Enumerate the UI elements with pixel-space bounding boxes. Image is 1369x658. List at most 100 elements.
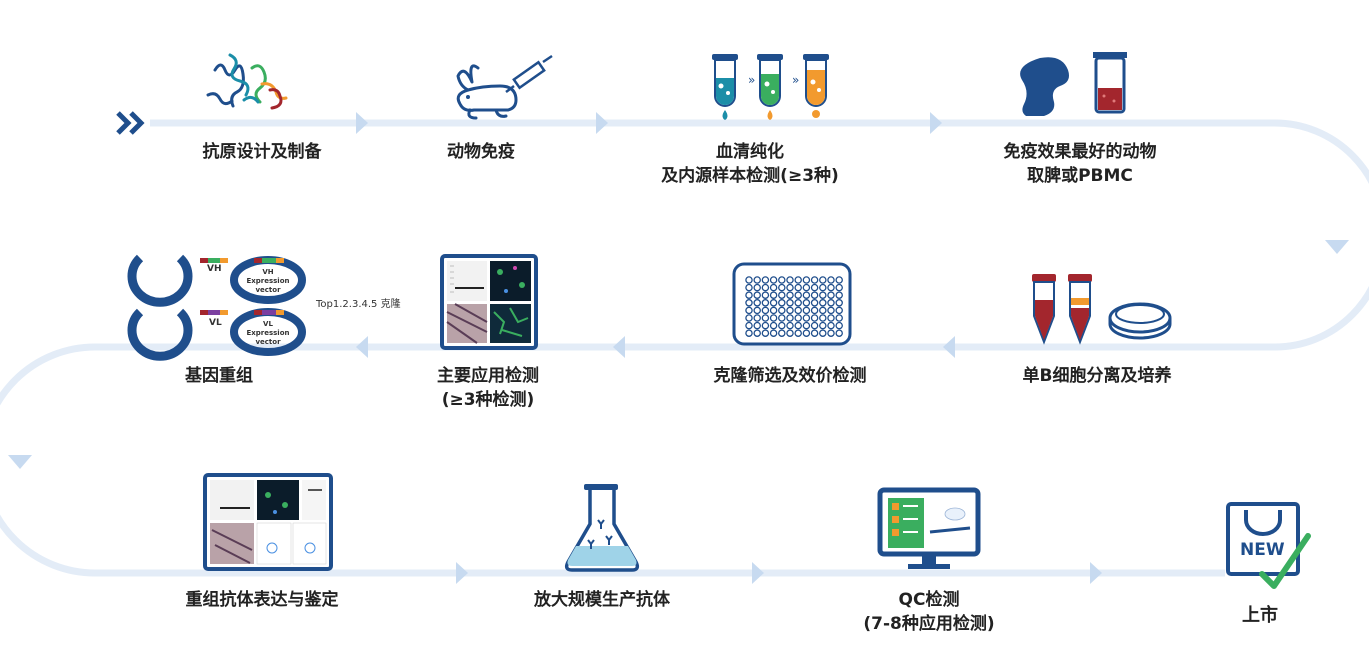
well: [745, 321, 753, 330]
spleen-blood-icon: [1020, 52, 1127, 116]
well: [778, 306, 786, 315]
well: [819, 299, 827, 307]
vh-label: VH: [207, 264, 222, 274]
well: [753, 291, 761, 299]
well: [786, 321, 794, 330]
well: [810, 276, 819, 284]
step-gene-recombination: 基因重组: [185, 364, 253, 388]
vector-label-line: vector: [255, 286, 281, 294]
new-badge-label: NEW: [1240, 540, 1285, 560]
well: [753, 329, 761, 337]
flow-arrow: [1325, 240, 1349, 254]
well: [835, 321, 843, 330]
vl-label: VL: [209, 318, 222, 328]
well: [810, 329, 819, 337]
well: [761, 276, 770, 284]
well: [827, 283, 835, 292]
well: [769, 329, 778, 337]
expression-panel-icon: [203, 473, 333, 571]
flow-arrow: [456, 562, 468, 584]
step-recombinant-expression: 重组抗体表达与鉴定: [186, 588, 339, 612]
well: [778, 321, 786, 330]
well: [835, 276, 843, 284]
well: [753, 306, 761, 315]
step-label: 重组抗体表达与鉴定: [185, 590, 339, 610]
well: [810, 306, 819, 315]
well: [835, 299, 843, 307]
well: [761, 283, 770, 292]
well: [794, 283, 802, 292]
well: [802, 299, 811, 307]
well: [819, 321, 827, 330]
step-label-sub: 取脾或PBMC: [1027, 166, 1133, 186]
flow-arrow: [356, 336, 368, 358]
svg-text:»: »: [792, 73, 799, 87]
step-b-cell-isolation: 单B细胞分离及培养: [1023, 364, 1172, 388]
flask-icon: [564, 484, 640, 572]
well: [769, 299, 778, 307]
well: [835, 329, 843, 337]
well: [786, 299, 794, 307]
well: [778, 283, 786, 292]
well: [819, 314, 827, 322]
step-spleen-pbmc: 免疫效果最好的动物 取脾或PBMC: [1004, 140, 1157, 188]
well: [761, 329, 770, 337]
well: [786, 329, 794, 337]
step-label: 动物免疫: [447, 142, 515, 162]
step-label: 主要应用检测: [437, 366, 539, 386]
rabbit-syringe-icon: [456, 54, 553, 120]
well: [745, 299, 753, 307]
well: [802, 321, 811, 330]
well: [778, 276, 786, 284]
well: [778, 314, 786, 322]
well: [794, 299, 802, 307]
well: [769, 291, 778, 299]
step-animal-immunization: 动物免疫: [447, 140, 515, 164]
step-serum-purification: 血清纯化 及内源样本检测(≥3种): [661, 140, 839, 188]
well: [794, 321, 802, 330]
vl-expression-vector-label: VL Expression vector: [244, 320, 292, 347]
well: [835, 306, 843, 315]
start-chevron-icon: [116, 111, 145, 135]
well: [819, 276, 827, 284]
step-application-detection: 主要应用检测 (≥3种检测): [437, 364, 539, 412]
well: [778, 329, 786, 337]
vector-label-line: VH Expression: [246, 268, 290, 285]
well: [810, 314, 819, 322]
step-label: 血清纯化: [716, 142, 784, 162]
well: [769, 314, 778, 322]
well: [827, 321, 835, 330]
flow-arrow: [752, 562, 764, 584]
well: [761, 321, 770, 330]
well: [769, 283, 778, 292]
well: [745, 306, 753, 315]
well: [769, 306, 778, 315]
well: [827, 299, 835, 307]
gene-segments: [200, 258, 284, 315]
well: [802, 283, 811, 292]
well: [810, 299, 819, 307]
well: [745, 314, 753, 322]
well: [761, 314, 770, 322]
step-label: 克隆筛选及效价检测: [713, 366, 867, 386]
well: [827, 306, 835, 315]
plasmid-icon: [127, 254, 306, 361]
well: [786, 276, 794, 284]
well: [778, 291, 786, 299]
well: [745, 291, 753, 299]
step-qc-testing: QC检测 (7-8种应用检测): [863, 588, 994, 636]
well: [819, 283, 827, 292]
well: [769, 321, 778, 330]
well: [802, 329, 811, 337]
step-label: QC检测: [898, 590, 960, 610]
well: [753, 299, 761, 307]
well: [835, 314, 843, 322]
svg-text:»: »: [748, 73, 755, 87]
well: [761, 299, 770, 307]
b-cell-culture-icon: [1032, 274, 1172, 345]
step-label-sub: (≥3种检测): [441, 390, 535, 410]
flow-arrow: [613, 336, 625, 358]
well: [835, 283, 843, 292]
flow-arrow: [356, 112, 368, 134]
